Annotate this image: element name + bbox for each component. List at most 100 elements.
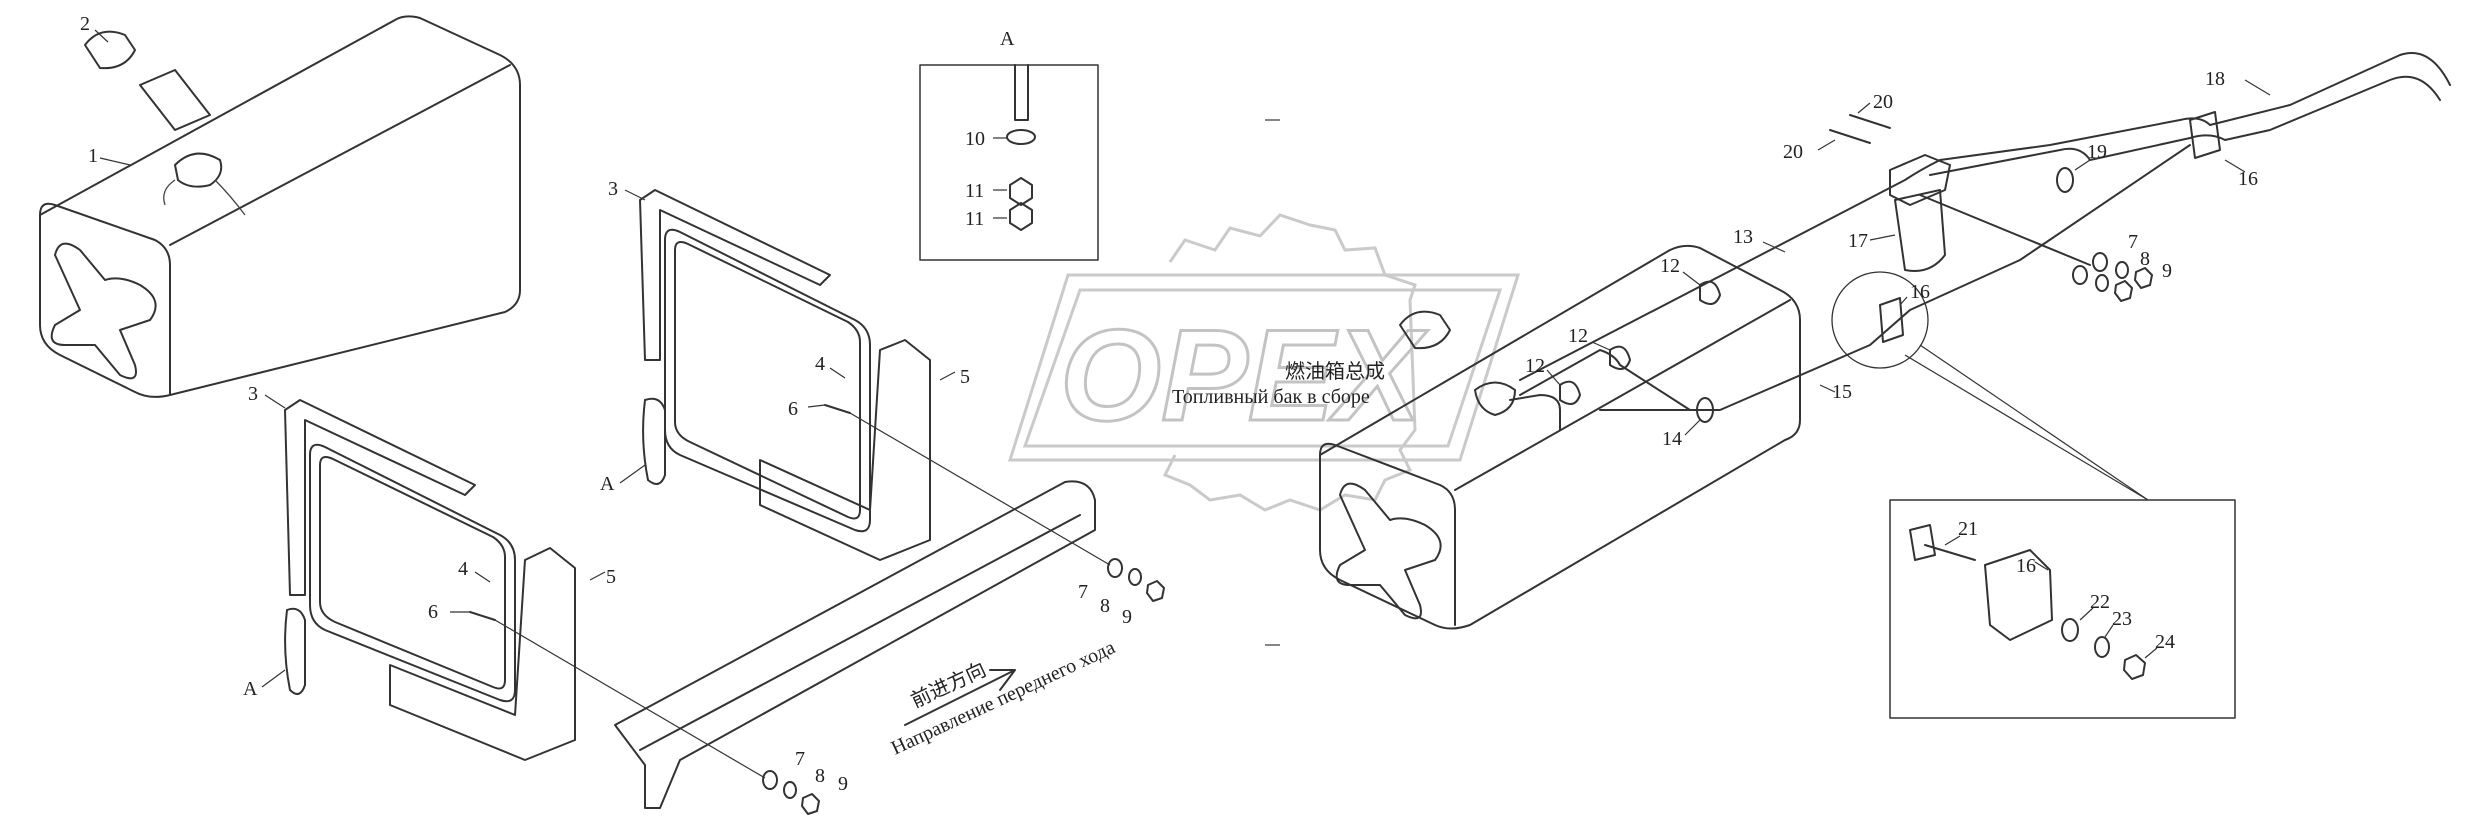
detail-nut-11b bbox=[1009, 202, 1033, 231]
leader-21 bbox=[1944, 535, 1961, 546]
filler-cap bbox=[84, 30, 136, 70]
callout-21: 21 bbox=[1958, 518, 1978, 540]
bracket-5-lower bbox=[389, 547, 576, 761]
fuel-lines bbox=[1519, 52, 2451, 423]
tank-1-top-edge bbox=[169, 64, 511, 246]
callout-19: 19 bbox=[2087, 141, 2107, 163]
callout-16a: 16 bbox=[2238, 168, 2258, 190]
leader-3a bbox=[624, 189, 646, 201]
strap-end-lower bbox=[284, 607, 306, 695]
callout-leaders bbox=[94, 29, 2271, 688]
leader-20b bbox=[1817, 139, 1836, 151]
washer-8c bbox=[1128, 568, 1142, 586]
leader-a2 bbox=[261, 669, 286, 688]
pipe-clamp-14 bbox=[1696, 397, 1714, 423]
leader-22 bbox=[2079, 607, 2094, 621]
hardware-right bbox=[2072, 252, 2153, 302]
watermark-inner-frame bbox=[1022, 288, 1503, 448]
watermark-outer-frame bbox=[1007, 273, 1521, 462]
callout-23: 23 bbox=[2112, 608, 2132, 630]
leader-12c bbox=[1546, 369, 1561, 386]
leader-6a bbox=[807, 404, 826, 408]
detail-view-a-label: A bbox=[1000, 28, 1015, 50]
callout-7b: 7 bbox=[795, 748, 805, 770]
clamp-block-16-upper bbox=[2189, 111, 2221, 159]
leader-5b bbox=[589, 571, 606, 581]
assembly-title-ru: Топливный бак в сборе bbox=[1172, 386, 1370, 408]
detail-circle bbox=[1831, 271, 1929, 369]
bracket-5-upper bbox=[759, 339, 931, 561]
frame-rail bbox=[614, 480, 1096, 809]
nut-9a bbox=[2134, 267, 2153, 289]
fuel-tank-1 bbox=[39, 15, 521, 398]
callout-22: 22 bbox=[2090, 591, 2110, 613]
washer-8d bbox=[783, 781, 797, 799]
nut-9b bbox=[2114, 280, 2133, 302]
strap-3-lower bbox=[284, 399, 476, 596]
washer-8a bbox=[2115, 261, 2129, 279]
callout-6b: 6 bbox=[428, 601, 438, 623]
leader-18 bbox=[2244, 79, 2271, 96]
callout-16b: 16 bbox=[1910, 281, 1930, 303]
leader-17 bbox=[1869, 234, 1896, 241]
callout-8a: 8 bbox=[1100, 595, 1110, 617]
tank-1-front-face bbox=[39, 202, 171, 396]
callout-12b: 12 bbox=[1568, 325, 1588, 347]
pipe-clip-12b bbox=[1609, 345, 1631, 370]
filter-bolt-20b bbox=[1829, 129, 1871, 144]
filter-head bbox=[1889, 154, 1951, 206]
fuel-line-return bbox=[1919, 194, 2091, 266]
washer-22 bbox=[2061, 618, 2079, 642]
direction-indicator: 前进方向 Направление переднего хода bbox=[888, 636, 1119, 759]
callout-8b: 8 bbox=[815, 765, 825, 787]
pipe-14-connection bbox=[1519, 349, 1691, 411]
detail-view-16-frame bbox=[1889, 499, 2236, 719]
callout-labels: 1 2 3 3 4 4 5 5 6 6 7 8 9 7 8 9 7 8 9 10… bbox=[80, 13, 2258, 795]
tank-1-cross-recess bbox=[50, 242, 157, 380]
strap-3-lower-inner bbox=[309, 443, 516, 703]
detail-washer-10 bbox=[1006, 129, 1036, 145]
detail-leader-1 bbox=[1904, 354, 2149, 501]
fuel-sender-wire bbox=[163, 179, 246, 216]
detail-view-a-frame bbox=[919, 64, 1099, 261]
callout-24: 24 bbox=[2155, 631, 2175, 653]
callout-15: 15 bbox=[1832, 381, 1852, 403]
leader-13 bbox=[1762, 241, 1786, 253]
callout-11a: 11 bbox=[965, 180, 984, 202]
leader-12b bbox=[1591, 341, 1611, 351]
washer-7d bbox=[762, 770, 778, 790]
clamp-block-16-mid bbox=[1879, 297, 1904, 343]
bolt-line-upper bbox=[849, 412, 1111, 566]
washer-7a bbox=[2092, 252, 2108, 272]
pad-4-upper bbox=[674, 241, 861, 520]
bolt-6-lower bbox=[469, 611, 496, 621]
fuel-line-15 bbox=[1599, 144, 2191, 411]
pad-4-lower bbox=[319, 456, 506, 690]
filter-bowl bbox=[1894, 189, 1946, 272]
nut-9d bbox=[801, 793, 820, 815]
watermark-gear bbox=[1162, 213, 1417, 512]
frame-rail-body bbox=[614, 480, 1096, 809]
callout-14: 14 bbox=[1662, 428, 1682, 450]
callout-11b: 11 bbox=[965, 208, 984, 230]
bolt-line-lower bbox=[494, 619, 766, 779]
washer-8b bbox=[2095, 274, 2109, 292]
tank-2-pipe-elbow bbox=[1509, 394, 1561, 431]
callout-10: 10 bbox=[965, 128, 985, 150]
filler-neck bbox=[139, 69, 211, 131]
callout-17: 17 bbox=[1848, 230, 1868, 252]
clamp-block-16-detail bbox=[1984, 549, 2053, 641]
leader-2 bbox=[94, 29, 109, 43]
callout-16c: 16 bbox=[2016, 555, 2036, 577]
callout-20b: 20 bbox=[1783, 141, 1803, 163]
detail-view-a: A bbox=[919, 28, 1099, 261]
hardware-bottom bbox=[494, 619, 820, 815]
detail-stud bbox=[1014, 64, 1029, 121]
callout-7c: 7 bbox=[2128, 231, 2138, 253]
callout-1: 1 bbox=[88, 145, 98, 167]
callout-a1: A bbox=[600, 473, 615, 495]
leader-16b bbox=[1899, 296, 1908, 306]
callout-9b: 9 bbox=[838, 773, 848, 795]
